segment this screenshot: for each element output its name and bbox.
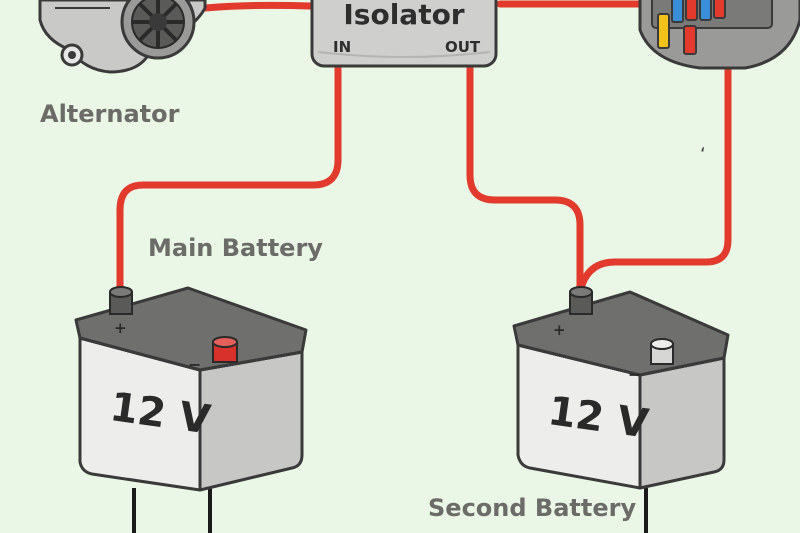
main-battery-positive-terminal [109, 286, 133, 315]
main-battery-minus-symbol: − [188, 355, 201, 374]
main-battery-plus-symbol: + [114, 319, 127, 337]
fuse-red-3 [713, 0, 726, 19]
isolator-box [310, 0, 498, 68]
second-battery-label: Second Battery [428, 494, 636, 522]
wire-alternator-isolator [201, 1, 314, 12]
second-battery-negative-terminal [650, 338, 674, 365]
positive-wires [116, 0, 732, 297]
fuse-blue-1 [671, 0, 684, 23]
isolator-label: Isolator [343, 0, 464, 31]
second-battery-positive-terminal [569, 286, 593, 315]
negative-wires [132, 488, 648, 533]
fuse-red-1 [685, 0, 698, 21]
main-battery-label: Main Battery [148, 234, 323, 262]
wire-isolator-out-second-battery [466, 64, 584, 297]
main-battery-negative-terminal [212, 336, 238, 363]
fuse-red-2 [683, 25, 697, 55]
fuse-box-icon [638, 0, 800, 70]
fuse-blue-2 [699, 0, 712, 21]
isolator-in-label: IN [333, 38, 351, 56]
stray-mark: ʻ [700, 144, 706, 165]
isolator-out-label: OUT [445, 38, 481, 56]
fuse-yellow [657, 13, 670, 49]
alternator-label: Alternator [40, 100, 180, 128]
wire-isolator-in-main-battery [116, 64, 342, 296]
wire-fusebox-second-battery [578, 64, 732, 289]
main-battery [74, 286, 308, 492]
second-battery-plus-symbol: + [553, 321, 566, 339]
second-battery [512, 286, 730, 490]
second-battery-minus-symbol: − [628, 365, 641, 384]
alternator-icon [38, 0, 207, 74]
